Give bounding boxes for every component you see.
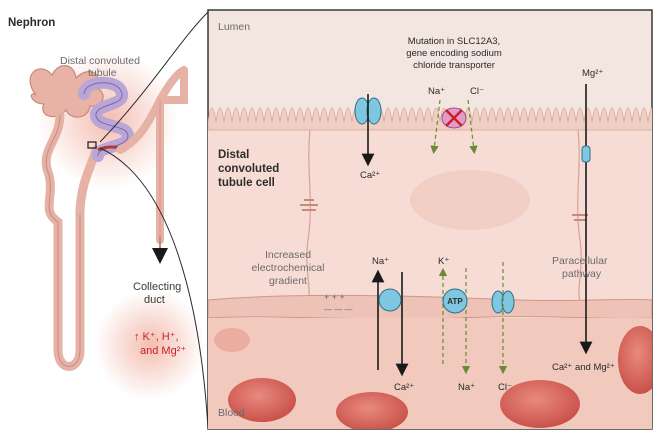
na-blocked-arrow (430, 99, 441, 155)
tight-junction-left (300, 199, 318, 211)
red-blood-cell (336, 392, 408, 429)
cl-blocked-arrow (467, 99, 478, 155)
duct-glow (95, 290, 205, 400)
proximal-tubule-outline (45, 114, 81, 367)
claudin-channel (581, 145, 591, 163)
ion-na-basal: Na⁺ (372, 256, 389, 267)
ion-mg-top: Mg²⁺ (582, 68, 603, 79)
collecting-label-2: duct (144, 294, 165, 306)
dct-label-2: tubule (88, 67, 117, 79)
charge-plus: + + + (324, 292, 345, 302)
mutation-label-3: chloride transporter (413, 60, 495, 71)
mutation-label-1: Mutation in SLC12A3, (408, 36, 500, 47)
cell-boundary-left (306, 129, 311, 301)
dct-outline (83, 82, 129, 157)
dct-label-1: Distal convoluted (60, 55, 140, 67)
ion-ca-lumen: Ca²⁺ (360, 170, 380, 181)
ncx-exchanger (378, 288, 402, 312)
zoom-line-top (99, 11, 209, 143)
cell-label-1: Distal (218, 149, 249, 161)
cell-panel: Lumen Blood Distal convoluted tubule cel… (207, 9, 653, 430)
cell-boundary-right (577, 129, 582, 301)
red-blood-cell (228, 378, 296, 422)
nephron-title: Nephron (8, 17, 55, 29)
nephron-panel: Nephron Distal convoluted tubule Collect… (8, 11, 209, 429)
effects-label-2: and Mg²⁺ (140, 345, 186, 357)
mutation-label-2: gene encoding sodium (406, 48, 502, 59)
apical-calcium-channel (354, 97, 382, 125)
gradient-label-3: gradient (269, 275, 307, 287)
ion-cl-top: Cl⁻ (470, 86, 484, 97)
red-blood-cell (214, 328, 250, 352)
ncc-transporter-mutated (441, 107, 467, 129)
gradient-label-2: electrochemical (252, 262, 325, 274)
collecting-label-1: Collecting (133, 281, 181, 293)
mutation-x-icon (445, 109, 463, 127)
charge-minus: — — — (324, 305, 352, 314)
paracellular-label-2: pathway (562, 268, 602, 280)
glomerulus (29, 65, 104, 118)
brush-border (208, 107, 652, 131)
blood-label: Blood (218, 407, 245, 419)
red-blood-cell (500, 380, 580, 428)
nucleus (410, 170, 530, 230)
effects-label-1: ↑ K⁺, H⁺, (134, 331, 179, 343)
lumen-label: Lumen (218, 21, 250, 33)
zoom-marker (87, 141, 97, 149)
paracellular-label-1: Paracellular (552, 255, 608, 267)
ion-na-blood: Na⁺ (458, 382, 475, 393)
ion-k-basal: K⁺ (438, 256, 449, 267)
red-blood-cell (618, 326, 652, 394)
na-k-atpase (442, 288, 468, 314)
ion-ca-mg-blood: Ca²⁺ and Mg²⁺ (552, 362, 615, 373)
ion-ca-blood: Ca²⁺ (394, 382, 414, 393)
gradient-label-1: Increased (265, 249, 311, 261)
ion-cl-blood: Cl⁻ (498, 382, 512, 393)
atp-label: ATP (447, 297, 463, 306)
cell-label-3: tubule cell (218, 177, 275, 189)
cell-label-2: convoluted (218, 163, 279, 175)
zoom-line-bottom (99, 147, 209, 429)
ion-na-top: Na⁺ (428, 86, 445, 97)
chloride-channel (491, 290, 515, 314)
